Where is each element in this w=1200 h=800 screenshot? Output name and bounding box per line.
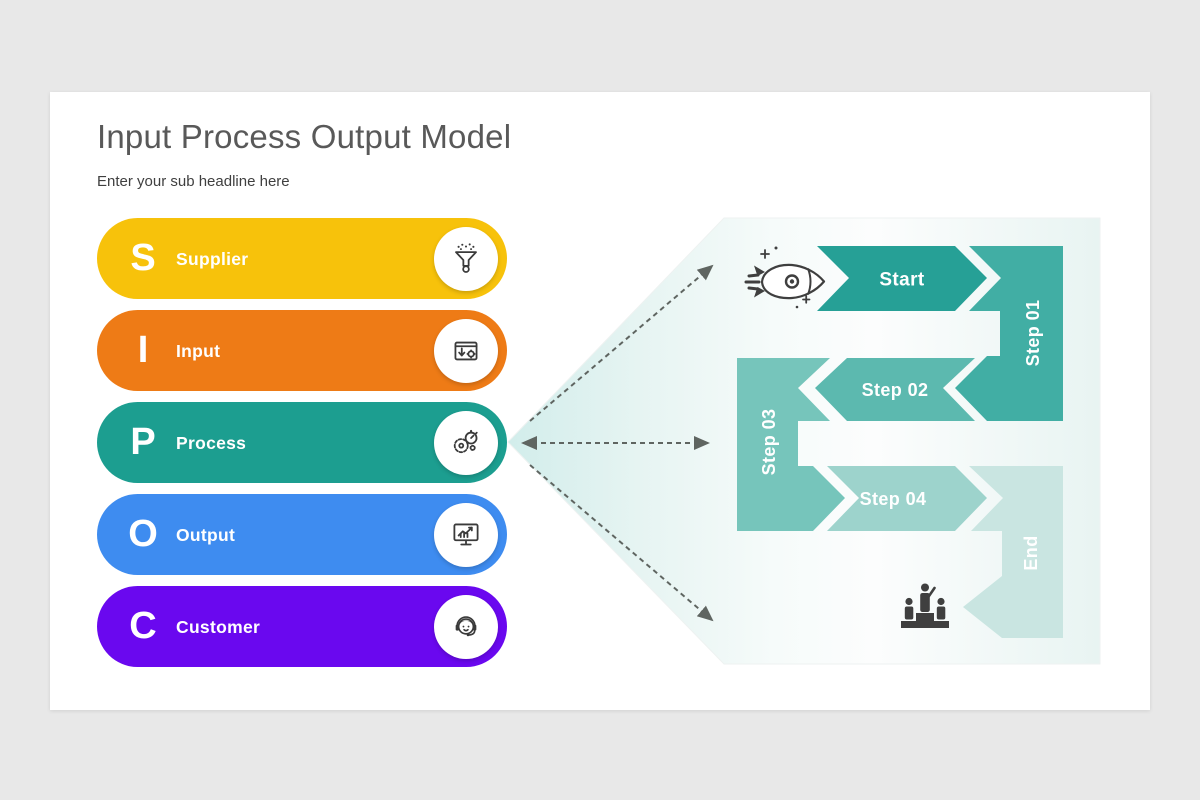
sipoc-item-input: I Input <box>97 310 507 391</box>
flow-step-01 <box>955 246 1063 421</box>
icon-circle <box>434 226 498 291</box>
page-subtitle: Enter your sub headline here <box>97 173 290 190</box>
sipoc-label: Supplier <box>176 249 249 269</box>
sipoc-label: Output <box>176 525 236 545</box>
gear-timer-icon <box>453 429 478 453</box>
process-flow-diagram: Start Step 01 Step 02 Step 03 Step 04 En… <box>507 217 1101 665</box>
sipoc-letter: C <box>129 605 157 647</box>
flow-step-04-label: Step 04 <box>860 489 927 509</box>
flow-step-start-label: Start <box>879 270 925 291</box>
sipoc-label: Customer <box>176 617 261 637</box>
funnel-icon <box>455 242 477 273</box>
flow-step-end <box>963 466 1063 638</box>
flow-step-01-label: Step 01 <box>1023 300 1043 367</box>
icon-circle <box>434 594 498 659</box>
sipoc-item-process: P Process <box>97 402 507 483</box>
sipoc-letter: P <box>130 421 156 463</box>
input-window-icon <box>454 341 478 360</box>
sipoc-letter: S <box>130 237 156 279</box>
flow-step-03-label: Step 03 <box>759 409 779 476</box>
chart-monitor-icon <box>453 523 479 545</box>
sipoc-item-supplier: S Supplier <box>97 218 507 299</box>
page-title: Input Process Output Model <box>97 118 512 155</box>
sipoc-item-customer: C Customer <box>97 586 507 667</box>
sipoc-letter: I <box>137 329 149 371</box>
flow-step-start <box>817 246 987 311</box>
flow-step-02-label: Step 02 <box>862 380 929 400</box>
headset-person-icon <box>455 615 477 636</box>
flow-step-03 <box>737 358 845 531</box>
sipoc-letter: O <box>128 513 158 555</box>
flow-panel-wedge <box>507 217 1101 665</box>
sipoc-label: Input <box>176 341 221 361</box>
flow-step-02 <box>815 358 975 421</box>
icon-circle <box>434 318 498 383</box>
sipoc-item-output: O Output <box>97 494 507 575</box>
icon-circle <box>434 410 498 475</box>
flow-step-04 <box>827 466 987 531</box>
dashed-connector-top <box>529 264 714 422</box>
winners-podium-icon <box>901 583 949 628</box>
icon-circle <box>434 502 498 567</box>
flow-step-end-label: End <box>1021 535 1041 570</box>
sipoc-label: Process <box>176 433 247 453</box>
rocket-icon <box>744 246 826 309</box>
dashed-connector-bottom <box>529 464 714 622</box>
